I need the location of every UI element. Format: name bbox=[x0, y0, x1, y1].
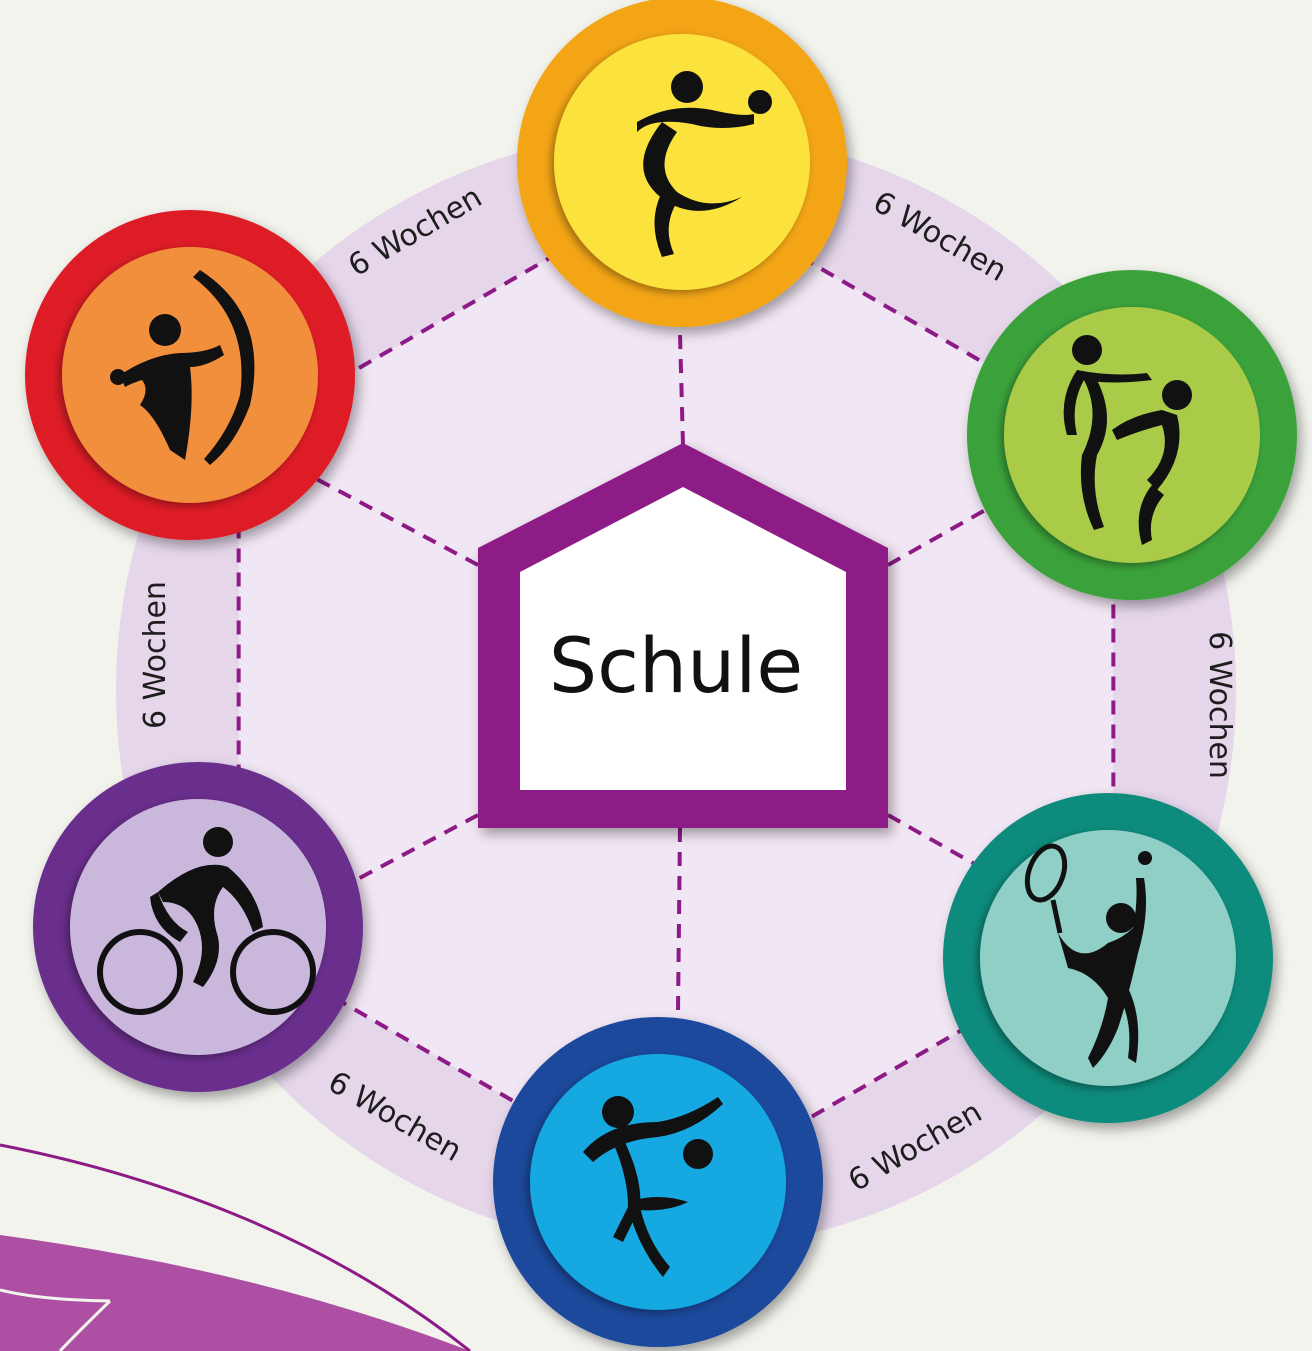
station-football bbox=[493, 1017, 823, 1347]
judo-throw-icon bbox=[1063, 335, 1192, 545]
station-tennis bbox=[943, 793, 1273, 1123]
spoke-line bbox=[674, 827, 682, 1196]
station-handball bbox=[517, 0, 847, 327]
station-archery bbox=[25, 210, 355, 540]
duration-label-left: 6 Wochen bbox=[138, 581, 173, 729]
duration-label-right: 6 Wochen bbox=[1202, 631, 1237, 779]
station-inner bbox=[1004, 307, 1260, 563]
station-inner bbox=[530, 1054, 786, 1310]
station-judo bbox=[967, 270, 1297, 600]
center-label: Schule bbox=[549, 621, 803, 710]
track-decoration bbox=[0, 1143, 471, 1351]
school-house: Schule bbox=[478, 443, 888, 828]
cyclist-icon bbox=[97, 827, 316, 1015]
house-inner bbox=[520, 487, 846, 790]
archer-icon bbox=[110, 270, 255, 465]
station-inner bbox=[554, 34, 810, 290]
handball-player-icon bbox=[637, 71, 772, 257]
station-cycling bbox=[33, 762, 363, 1092]
tennis-player-icon bbox=[1024, 843, 1152, 1068]
football-player-icon bbox=[583, 1096, 723, 1277]
